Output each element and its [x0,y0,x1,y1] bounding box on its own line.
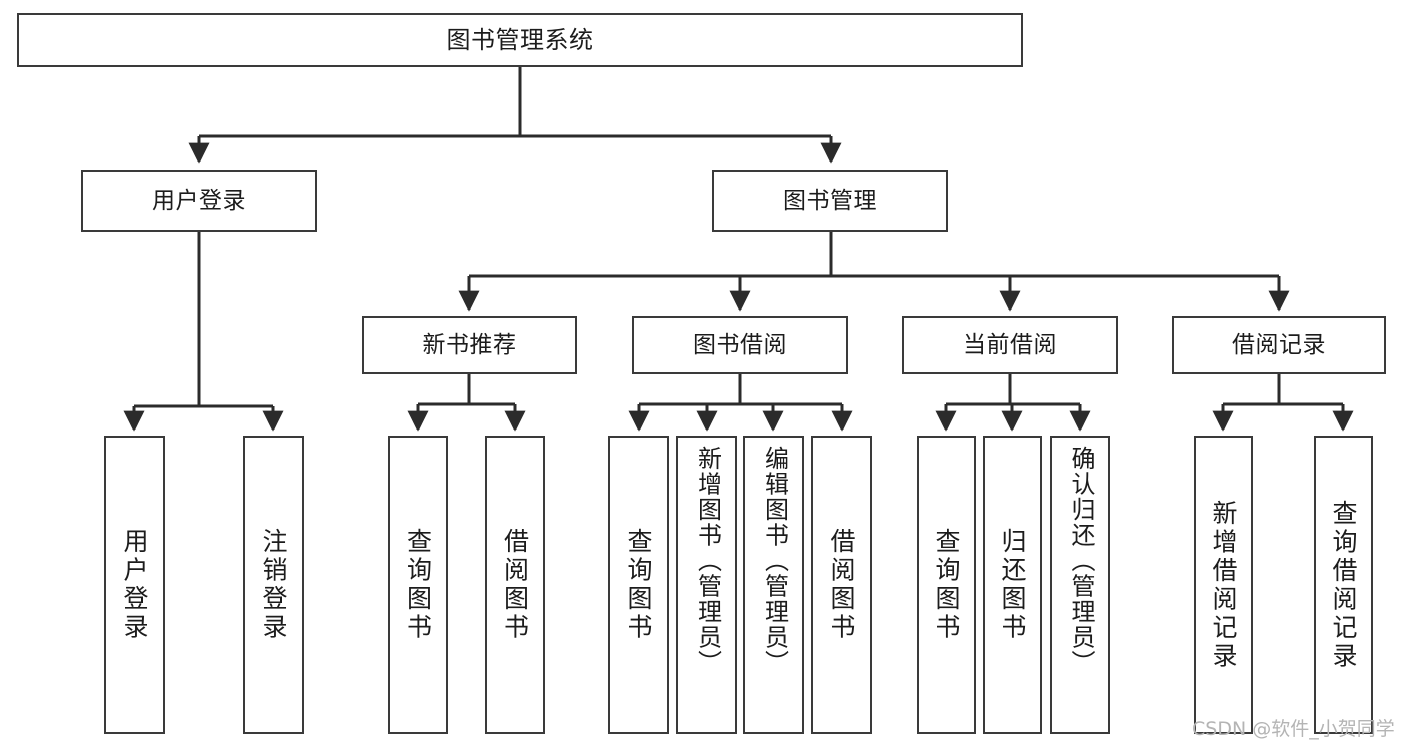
csdn-watermark: CSDN @软件_小贺同学 [1192,718,1395,740]
node-leaf-query-book-1-label: 查询图书 [403,528,433,642]
node-current-borrow[interactable]: 当前借阅 [902,316,1118,374]
node-leaf-edit-book-label: 编辑图书（管理员） [760,446,789,676]
node-book-management-label: 图书管理 [783,187,877,214]
node-leaf-query-book-2-label: 查询图书 [624,528,653,642]
node-borrow-record-label: 借阅记录 [1232,331,1326,358]
node-root[interactable]: 图书管理系统 [17,13,1023,67]
node-leaf-query-borrow-record-label: 查询借阅记录 [1329,499,1358,671]
node-book-borrow[interactable]: 图书借阅 [632,316,848,374]
node-new-book-recommend-label: 新书推荐 [422,331,517,358]
node-leaf-add-book-label: 新增图书（管理员） [693,446,722,676]
node-leaf-confirm-return-label: 确认归还（管理员） [1066,446,1095,676]
node-leaf-query-borrow-record[interactable]: 查询借阅记录 [1314,436,1373,734]
node-user-login-label: 用户登录 [152,187,246,214]
node-current-borrow-label: 当前借阅 [963,331,1057,358]
node-leaf-add-borrow-record-label: 新增借阅记录 [1209,499,1238,671]
node-book-management[interactable]: 图书管理 [712,170,948,232]
node-book-borrow-label: 图书借阅 [693,331,787,358]
node-leaf-borrow-book-2-label: 借阅图书 [827,528,856,642]
node-user-login[interactable]: 用户登录 [81,170,317,232]
node-leaf-return-book[interactable]: 归还图书 [983,436,1042,734]
node-leaf-return-book-label: 归还图书 [998,528,1027,642]
node-leaf-add-borrow-record[interactable]: 新增借阅记录 [1194,436,1253,734]
node-leaf-query-book-3[interactable]: 查询图书 [917,436,976,734]
node-leaf-query-book-3-label: 查询图书 [932,528,961,642]
node-borrow-record[interactable]: 借阅记录 [1172,316,1386,374]
node-leaf-borrow-book-1[interactable]: 借阅图书 [485,436,545,734]
node-leaf-edit-book[interactable]: 编辑图书（管理员） [743,436,804,734]
node-leaf-query-book-2[interactable]: 查询图书 [608,436,669,734]
node-leaf-logout-login[interactable]: 注销登录 [243,436,304,734]
node-leaf-user-login[interactable]: 用户登录 [104,436,165,734]
node-leaf-logout-login-label: 注销登录 [259,528,288,642]
node-leaf-add-book[interactable]: 新增图书（管理员） [676,436,737,734]
node-leaf-confirm-return[interactable]: 确认归还（管理员） [1050,436,1110,734]
node-leaf-borrow-book-2[interactable]: 借阅图书 [811,436,872,734]
node-leaf-user-login-label: 用户登录 [120,528,149,642]
node-leaf-query-book-1[interactable]: 查询图书 [388,436,448,734]
node-root-label: 图书管理系统 [446,25,594,54]
node-leaf-borrow-book-1-label: 借阅图书 [500,528,530,642]
node-new-book-recommend[interactable]: 新书推荐 [362,316,577,374]
